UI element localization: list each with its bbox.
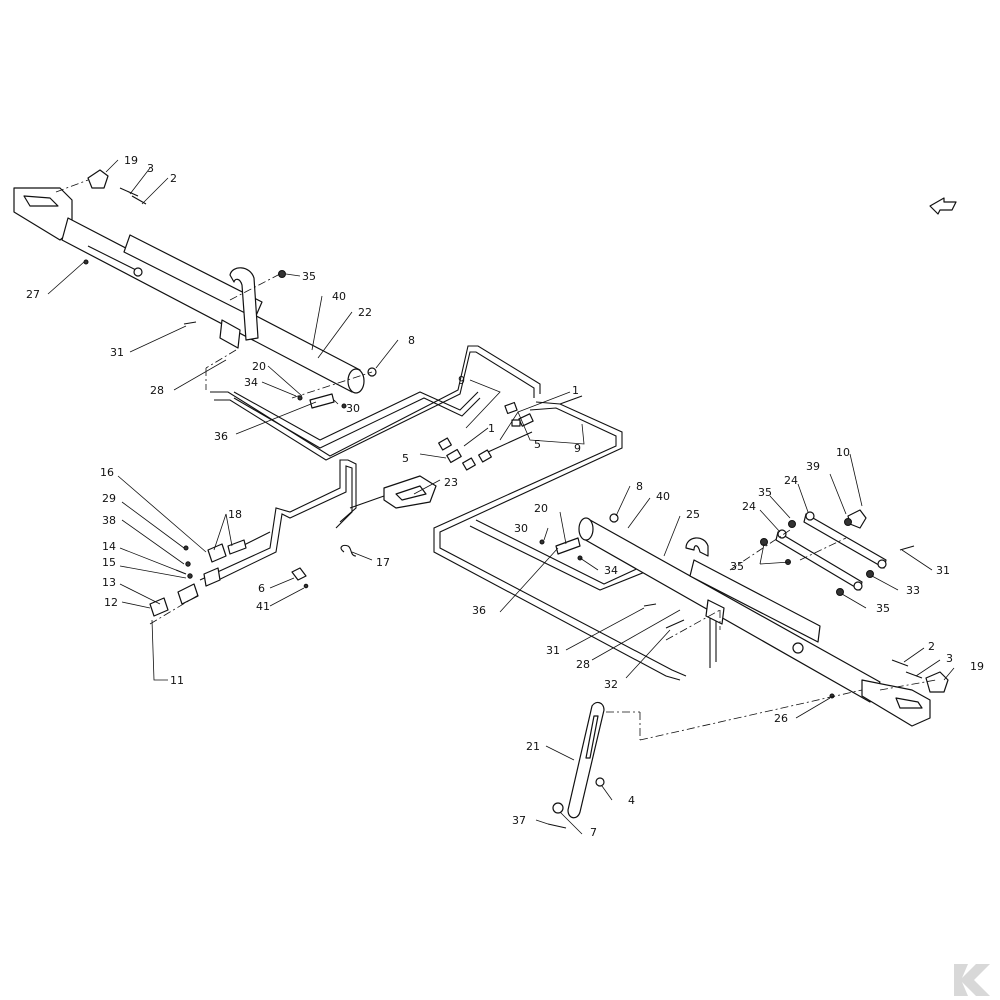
callout: 40	[656, 490, 670, 503]
callout: 31	[110, 346, 124, 359]
lower-small-parts	[539, 513, 949, 741]
callout: 28	[576, 658, 590, 671]
callout: 3	[147, 162, 154, 175]
callout: 21	[526, 740, 540, 753]
callout: 14	[102, 540, 116, 553]
callout: 34	[604, 564, 618, 577]
callout: 17	[376, 556, 390, 569]
callout: 33	[906, 584, 920, 597]
callout: 5	[534, 438, 541, 451]
callout: 32	[604, 678, 618, 691]
callout: 22	[358, 306, 372, 319]
callout: 38	[102, 514, 116, 527]
callout: 24	[742, 500, 756, 513]
upper-frame-arm	[13, 187, 365, 394]
valve-assembly-left	[149, 539, 357, 625]
callout: 5	[402, 452, 409, 465]
callout: 31	[936, 564, 950, 577]
mounting-bracket	[349, 475, 437, 509]
callout: 2	[170, 172, 177, 185]
callout: 35	[730, 560, 744, 573]
callout: 26	[774, 712, 788, 725]
callout: 30	[514, 522, 528, 535]
callout-labels: 19 3 2 27 35 40 22 8 31 28 20 34 30 36 9…	[26, 154, 984, 839]
callout: 10	[836, 446, 850, 459]
callout: 35	[876, 602, 890, 615]
callout: 1	[488, 422, 495, 435]
callout: 2	[928, 640, 935, 653]
callout: 36	[214, 430, 228, 443]
callout: 27	[26, 288, 40, 301]
callout: 30	[346, 402, 360, 415]
callout: 8	[408, 334, 415, 347]
callout: 19	[970, 660, 984, 673]
callout: 34	[244, 376, 258, 389]
callout: 15	[102, 556, 116, 569]
callout: 35	[302, 270, 316, 283]
callout: 40	[332, 290, 346, 303]
callout: 16	[100, 466, 114, 479]
callout: 31	[546, 644, 560, 657]
callout: 1	[572, 384, 579, 397]
callout: 8	[636, 480, 643, 493]
link-plates	[729, 509, 915, 596]
callout: 18	[228, 508, 242, 521]
callout: 19	[124, 154, 138, 167]
lower-frame-arm	[578, 517, 931, 727]
callout: 9	[574, 442, 581, 455]
callout: 11	[170, 674, 184, 687]
callout: 25	[686, 508, 700, 521]
direction-arrow-icon	[929, 197, 957, 215]
callout: 20	[534, 502, 548, 515]
callout: 7	[590, 826, 597, 839]
callout: 20	[252, 360, 266, 373]
callout: 35	[758, 486, 772, 499]
callout: 3	[946, 652, 953, 665]
callout: 37	[512, 814, 526, 827]
callout: 9	[458, 374, 465, 387]
callout: 29	[102, 492, 116, 505]
callout: 13	[102, 576, 116, 589]
callout: 41	[256, 600, 270, 613]
callout: 39	[806, 460, 820, 473]
leader-lines	[47, 159, 955, 835]
callout: 36	[472, 604, 486, 617]
callout: 6	[258, 582, 265, 595]
callout: 12	[104, 596, 118, 609]
brand-logo-icon	[954, 964, 990, 996]
callout: 4	[628, 794, 635, 807]
callout: 28	[150, 384, 164, 397]
hose-fittings	[438, 401, 534, 471]
callout: 24	[784, 474, 798, 487]
callout: 23	[444, 476, 458, 489]
adjust-bar	[547, 701, 605, 829]
